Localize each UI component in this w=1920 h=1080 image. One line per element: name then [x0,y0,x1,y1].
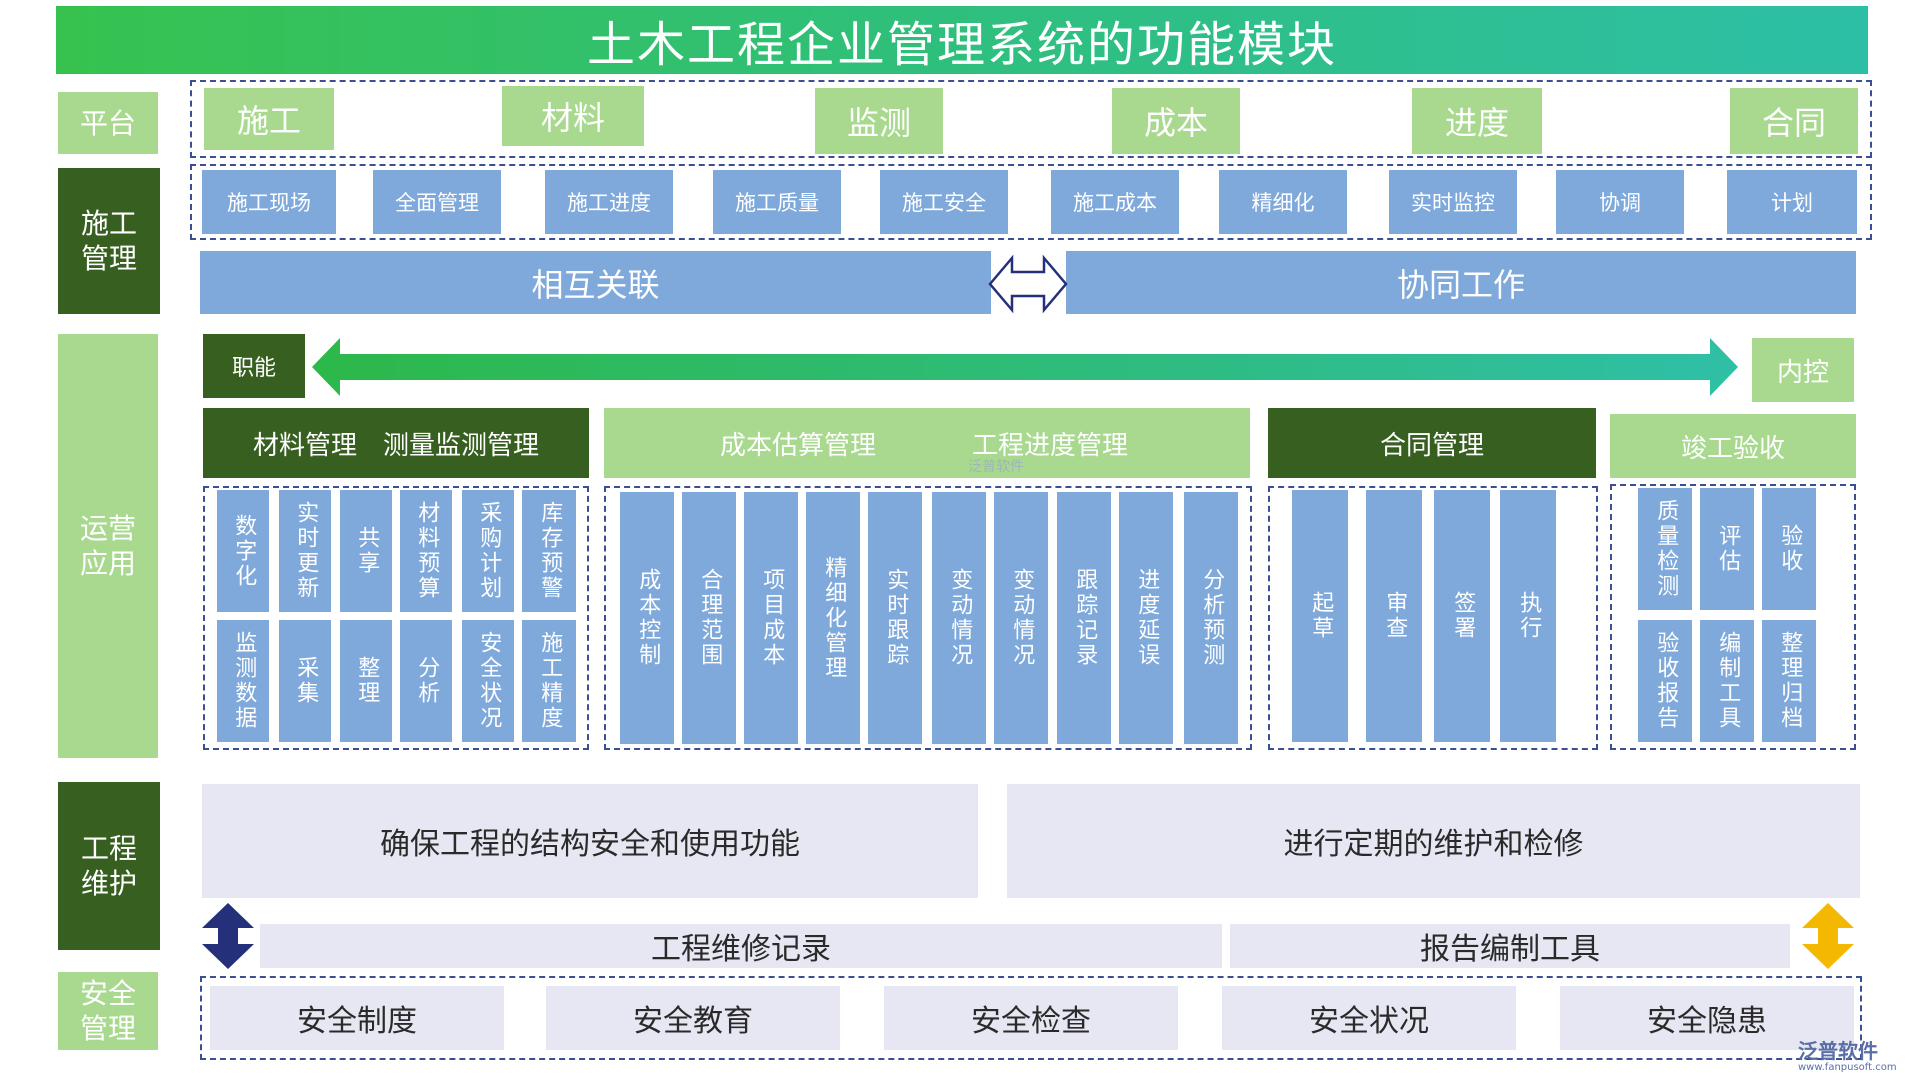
material-item: 实时更新 [279,490,331,612]
platform-item: 材料 [502,86,644,146]
safety-item: 安全制度 [210,986,504,1050]
cost-item: 进度延误 [1119,492,1173,744]
cost-item: 精细化管理 [806,492,860,744]
page-title: 土木工程企业管理系统的功能模块 [56,6,1868,74]
side-label-construction: 施工 管理 [58,168,160,314]
material-group [203,486,589,750]
construction-item: 施工成本 [1051,170,1179,234]
construction-item: 施工现场 [202,170,336,234]
platform-item: 监测 [815,88,943,154]
monitoring-item: 监测数据 [217,620,269,742]
maintenance-box-right: 进行定期的维护和检修 [1007,784,1860,898]
brand-name: 泛普软件 [1798,1039,1878,1063]
cost-header-right: 工程进度管理 [972,430,1129,461]
acceptance-item: 编制工具 [1700,620,1754,742]
platform-item: 施工 [204,88,334,150]
acceptance-item: 质量检测 [1638,488,1692,610]
cost-item: 实时跟踪 [868,492,922,744]
maintenance-box-left: 确保工程的结构安全和使用功能 [202,784,978,898]
material-item: 共享 [340,490,392,612]
contract-item: 起草 [1292,490,1348,742]
maintenance-bar-left: 工程维修记录 [260,924,1222,968]
contract-header: 合同管理 [1268,408,1596,478]
monitoring-item: 施工精度 [522,620,576,742]
cost-item: 成本控制 [620,492,674,744]
construction-item: 计划 [1727,170,1857,234]
acceptance-item: 整理归档 [1762,620,1816,742]
safety-item: 安全检查 [884,986,1178,1050]
contract-item: 审查 [1366,490,1422,742]
cost-item: 变动情况 [994,492,1048,744]
acceptance-item: 验收报告 [1638,620,1692,742]
brand-watermark: 泛普软件 www.fanpusoft.com [1798,1040,1916,1078]
safety-item: 安全隐患 [1560,986,1854,1050]
acceptance-group [1610,484,1856,750]
cost-item: 变动情况 [932,492,986,744]
yellow-updown-arrow-icon [1802,903,1854,969]
safety-row [200,976,1862,1060]
brand-url: www.fanpusoft.com [1798,1062,1897,1073]
side-label-operation: 运营 应用 [58,334,158,758]
side-label-safety: 安全 管理 [58,972,158,1050]
acceptance-header: 竣工验收 [1610,414,1856,478]
maintenance-bar-right: 报告编制工具 [1230,924,1790,968]
cost-item: 合理范围 [682,492,736,744]
acceptance-item: 评估 [1700,488,1754,610]
cost-group [604,486,1252,750]
link-bar-right: 协同工作 [1066,251,1856,314]
safety-item: 安全状况 [1222,986,1516,1050]
cost-header: 成本估算管理 工程进度管理 [604,408,1250,478]
cost-item: 跟踪记录 [1057,492,1111,744]
monitoring-item: 安全状况 [462,620,514,742]
monitoring-item: 分析 [400,620,452,742]
material-header: 材料管理 测量监测管理 [203,408,589,478]
construction-item: 施工进度 [545,170,673,234]
contract-item: 签署 [1434,490,1490,742]
side-label-platform: 平台 [58,92,158,154]
contract-group [1268,486,1598,750]
construction-item: 全面管理 [373,170,501,234]
internal-control-label: 内控 [1752,338,1854,402]
center-watermark: 泛普软件 [968,459,1024,475]
cost-header-left: 成本估算管理 [720,430,877,461]
acceptance-item: 验收 [1762,488,1816,610]
material-item: 库存预警 [522,490,576,612]
construction-row [190,164,1872,240]
platform-item: 成本 [1112,88,1240,154]
safety-item: 安全教育 [546,986,840,1050]
monitoring-item: 采集 [279,620,331,742]
material-item: 采购计划 [462,490,514,612]
platform-item: 进度 [1412,88,1542,154]
cost-item: 项目成本 [744,492,798,744]
side-label-maintenance: 工程 维护 [58,782,160,950]
platform-row [190,80,1872,158]
construction-item: 协调 [1556,170,1684,234]
link-bar-left: 相互关联 [200,251,991,314]
platform-item: 合同 [1730,88,1858,154]
contract-item: 执行 [1500,490,1556,742]
construction-item: 精细化 [1219,170,1347,234]
material-item: 材料预算 [400,490,452,612]
double-arrow-icon [988,254,1068,314]
function-label: 职能 [203,334,305,398]
material-item: 数字化 [217,490,269,612]
construction-item: 实时监控 [1389,170,1517,234]
gradient-arrow-icon [312,338,1738,396]
construction-item: 施工质量 [713,170,841,234]
construction-item: 施工安全 [880,170,1008,234]
monitoring-item: 整理 [340,620,392,742]
cost-item: 分析预测 [1184,492,1238,744]
navy-updown-arrow-icon [202,903,254,969]
